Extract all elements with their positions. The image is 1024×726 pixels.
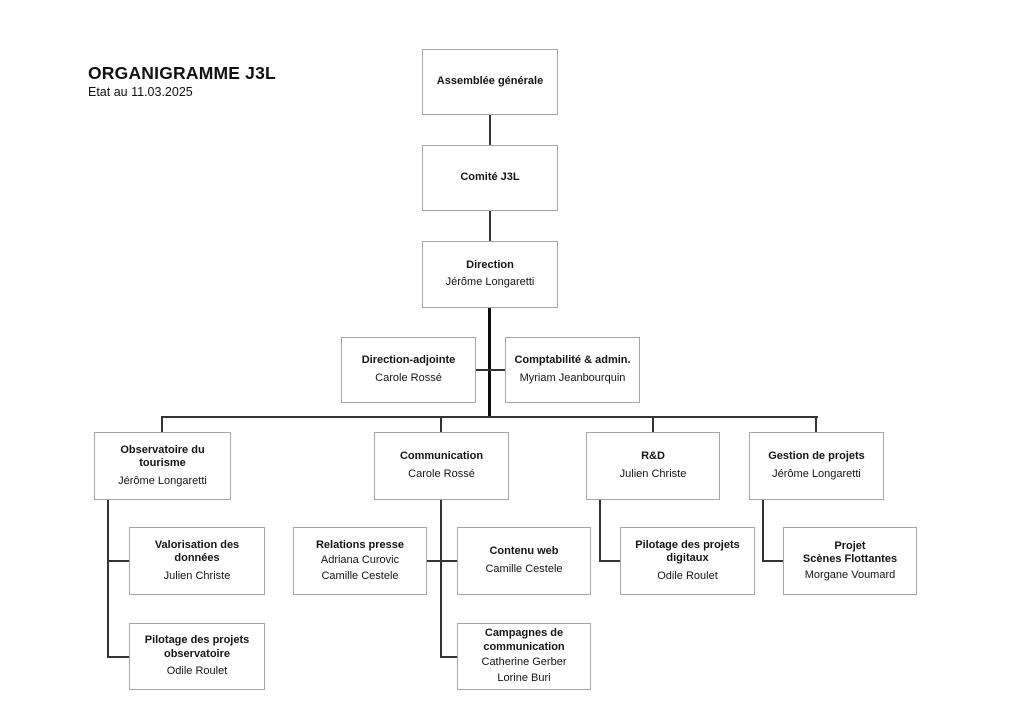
node-title: Direction: [466, 258, 514, 271]
node-title: Assemblée générale: [436, 75, 544, 88]
connector-to-valorisation: [107, 560, 129, 562]
connector-rd-child-vertical: [599, 500, 601, 562]
node-person: Odile Roulet: [657, 569, 718, 582]
node-person: Jérôme Longaretti: [772, 467, 861, 480]
node-title: Pilotage des projets digitaux: [635, 538, 740, 565]
node-person: Julien Christe: [619, 467, 687, 480]
node-person: Odile Roulet: [166, 665, 228, 678]
page-subtitle: Etat au 11.03.2025: [88, 85, 193, 99]
org-node-comptabilite-admin: Comptabilité & admin. Myriam Jeanbourqui…: [505, 337, 640, 403]
connector-drop-communication: [440, 417, 442, 433]
node-title: Gestion de projets: [768, 450, 865, 463]
connector-gestion-child-vertical: [762, 500, 764, 562]
node-title: Campagnes de communication: [483, 627, 565, 653]
node-title: Valorisation des données: [154, 538, 240, 565]
org-node-pilotage-projets-observatoire: Pilotage des projets observatoire Odile …: [129, 623, 265, 690]
node-person: Lorine Buri: [497, 671, 551, 684]
node-title: Projet: [834, 539, 866, 552]
node-title: Comptabilité & admin.: [514, 354, 631, 367]
org-node-rd: R&D Julien Christe: [586, 432, 720, 500]
node-person: Jérôme Longaretti: [118, 474, 207, 487]
page-title: ORGANIGRAMME J3L: [88, 63, 276, 83]
org-node-communication: Communication Carole Rossé: [374, 432, 509, 500]
connector-direction-trunk: [488, 308, 491, 418]
node-title: Observatoire du tourisme: [120, 443, 205, 470]
connector-adjointe-comptabilite: [475, 369, 505, 371]
node-title: Relations presse: [315, 538, 405, 551]
connector-to-projet-scenes: [762, 560, 783, 562]
org-node-valorisation-donnees: Valorisation des données Julien Christe: [129, 527, 265, 595]
connector-drop-gestion: [815, 417, 817, 433]
node-person: Myriam Jeanbourquin: [519, 371, 626, 384]
node-title: Scènes Flottantes: [802, 553, 898, 566]
connector-communication-children-vertical: [440, 500, 442, 658]
node-person: Adriana Curovic: [320, 553, 400, 566]
connector-comite-direction: [489, 211, 491, 241]
connector-drop-observatoire: [161, 417, 163, 433]
node-title: Pilotage des projets observatoire: [144, 634, 250, 660]
node-title: R&D: [641, 450, 665, 463]
node-person: Camille Cestele: [321, 569, 399, 582]
org-node-relations-presse: Relations presse Adriana Curovic Camille…: [293, 527, 427, 595]
node-title: Comité J3L: [460, 171, 520, 184]
connector-to-pilotage-observatoire: [107, 656, 129, 658]
node-title: Communication: [399, 450, 484, 463]
node-person: Carole Rossé: [408, 467, 475, 480]
org-node-comite-j3l: Comité J3L: [422, 145, 558, 211]
node-person: Morgane Voumard: [804, 568, 896, 581]
org-node-direction-adjointe: Direction-adjointe Carole Rossé: [341, 337, 476, 403]
org-node-campagnes-communication: Campagnes de communication Catherine Ger…: [457, 623, 591, 690]
node-person: Catherine Gerber: [481, 656, 567, 669]
org-node-contenu-web: Contenu web Camille Cestele: [457, 527, 591, 595]
node-person: Julien Christe: [163, 569, 231, 582]
node-person: Jérôme Longaretti: [445, 276, 535, 289]
org-node-assemblee-generale: Assemblée générale: [422, 49, 558, 115]
connector-to-pilotage-digitaux: [599, 560, 620, 562]
node-title: Contenu web: [489, 545, 559, 558]
org-node-pilotage-projets-digitaux: Pilotage des projets digitaux Odile Roul…: [620, 527, 755, 595]
connector-to-relations-contenu: [427, 560, 457, 562]
connector-observatoire-children-vertical: [107, 500, 109, 658]
connector-main-horizontal: [161, 416, 818, 418]
connector-assemblee-comite: [489, 115, 491, 145]
connector-to-campagnes: [440, 656, 457, 658]
connector-drop-rd: [652, 417, 654, 433]
node-person: Carole Rossé: [375, 371, 442, 384]
org-node-direction: Direction Jérôme Longaretti: [422, 241, 558, 308]
org-node-gestion-projets: Gestion de projets Jérôme Longaretti: [749, 432, 884, 500]
node-person: Camille Cestele: [485, 562, 563, 575]
org-node-projet-scenes-flottantes: Projet Scènes Flottantes Morgane Voumard: [783, 527, 917, 595]
org-node-observatoire-tourisme: Observatoire du tourisme Jérôme Longaret…: [94, 432, 231, 500]
node-title: Direction-adjointe: [361, 354, 456, 367]
